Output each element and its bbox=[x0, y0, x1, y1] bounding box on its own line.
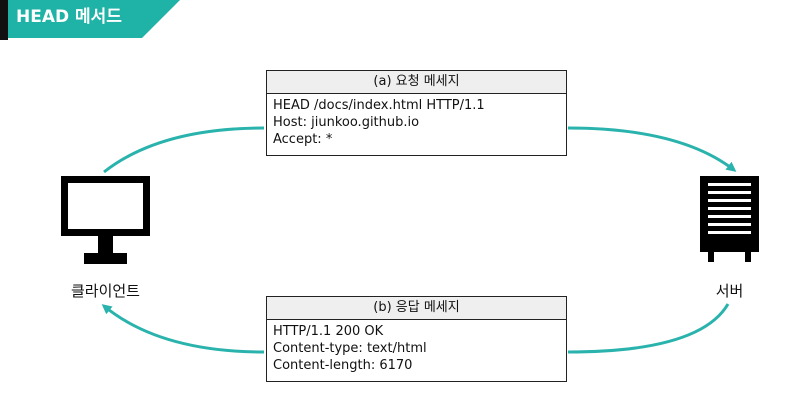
server-label: 서버 bbox=[715, 282, 744, 300]
client-label: 클라이언트 bbox=[70, 282, 140, 300]
response-arrow bbox=[101, 304, 265, 354]
server-icon bbox=[700, 176, 759, 262]
banner-background bbox=[8, 0, 180, 38]
response-status-line: HTTP/1.1 200 OK bbox=[273, 324, 384, 339]
title-banner bbox=[0, 0, 180, 40]
request-arrow bbox=[567, 126, 737, 172]
page-title: HEAD 메서드 bbox=[16, 7, 122, 27]
response-header-content-length: Content-length: 6170 bbox=[273, 358, 413, 373]
response-message-title: (b) 응답 메세지 bbox=[267, 297, 566, 320]
banner-accent-bar bbox=[0, 0, 8, 40]
request-arc-left bbox=[103, 126, 265, 174]
monitor-icon bbox=[61, 176, 150, 264]
request-line: HEAD /docs/index.html HTTP/1.1 bbox=[273, 98, 485, 113]
response-arc-right bbox=[567, 303, 730, 354]
request-message-box: (a) 요청 메세지 HEAD /docs/index.html HTTP/1.… bbox=[266, 70, 567, 156]
request-header-host: Host: jiunkoo.github.io bbox=[273, 115, 420, 130]
response-message-box: (b) 응답 메세지 HTTP/1.1 200 OK Content-type:… bbox=[266, 296, 567, 382]
request-message-title: (a) 요청 메세지 bbox=[267, 71, 566, 94]
request-header-accept: Accept: * bbox=[273, 132, 333, 147]
response-header-content-type: Content-type: text/html bbox=[273, 341, 427, 356]
